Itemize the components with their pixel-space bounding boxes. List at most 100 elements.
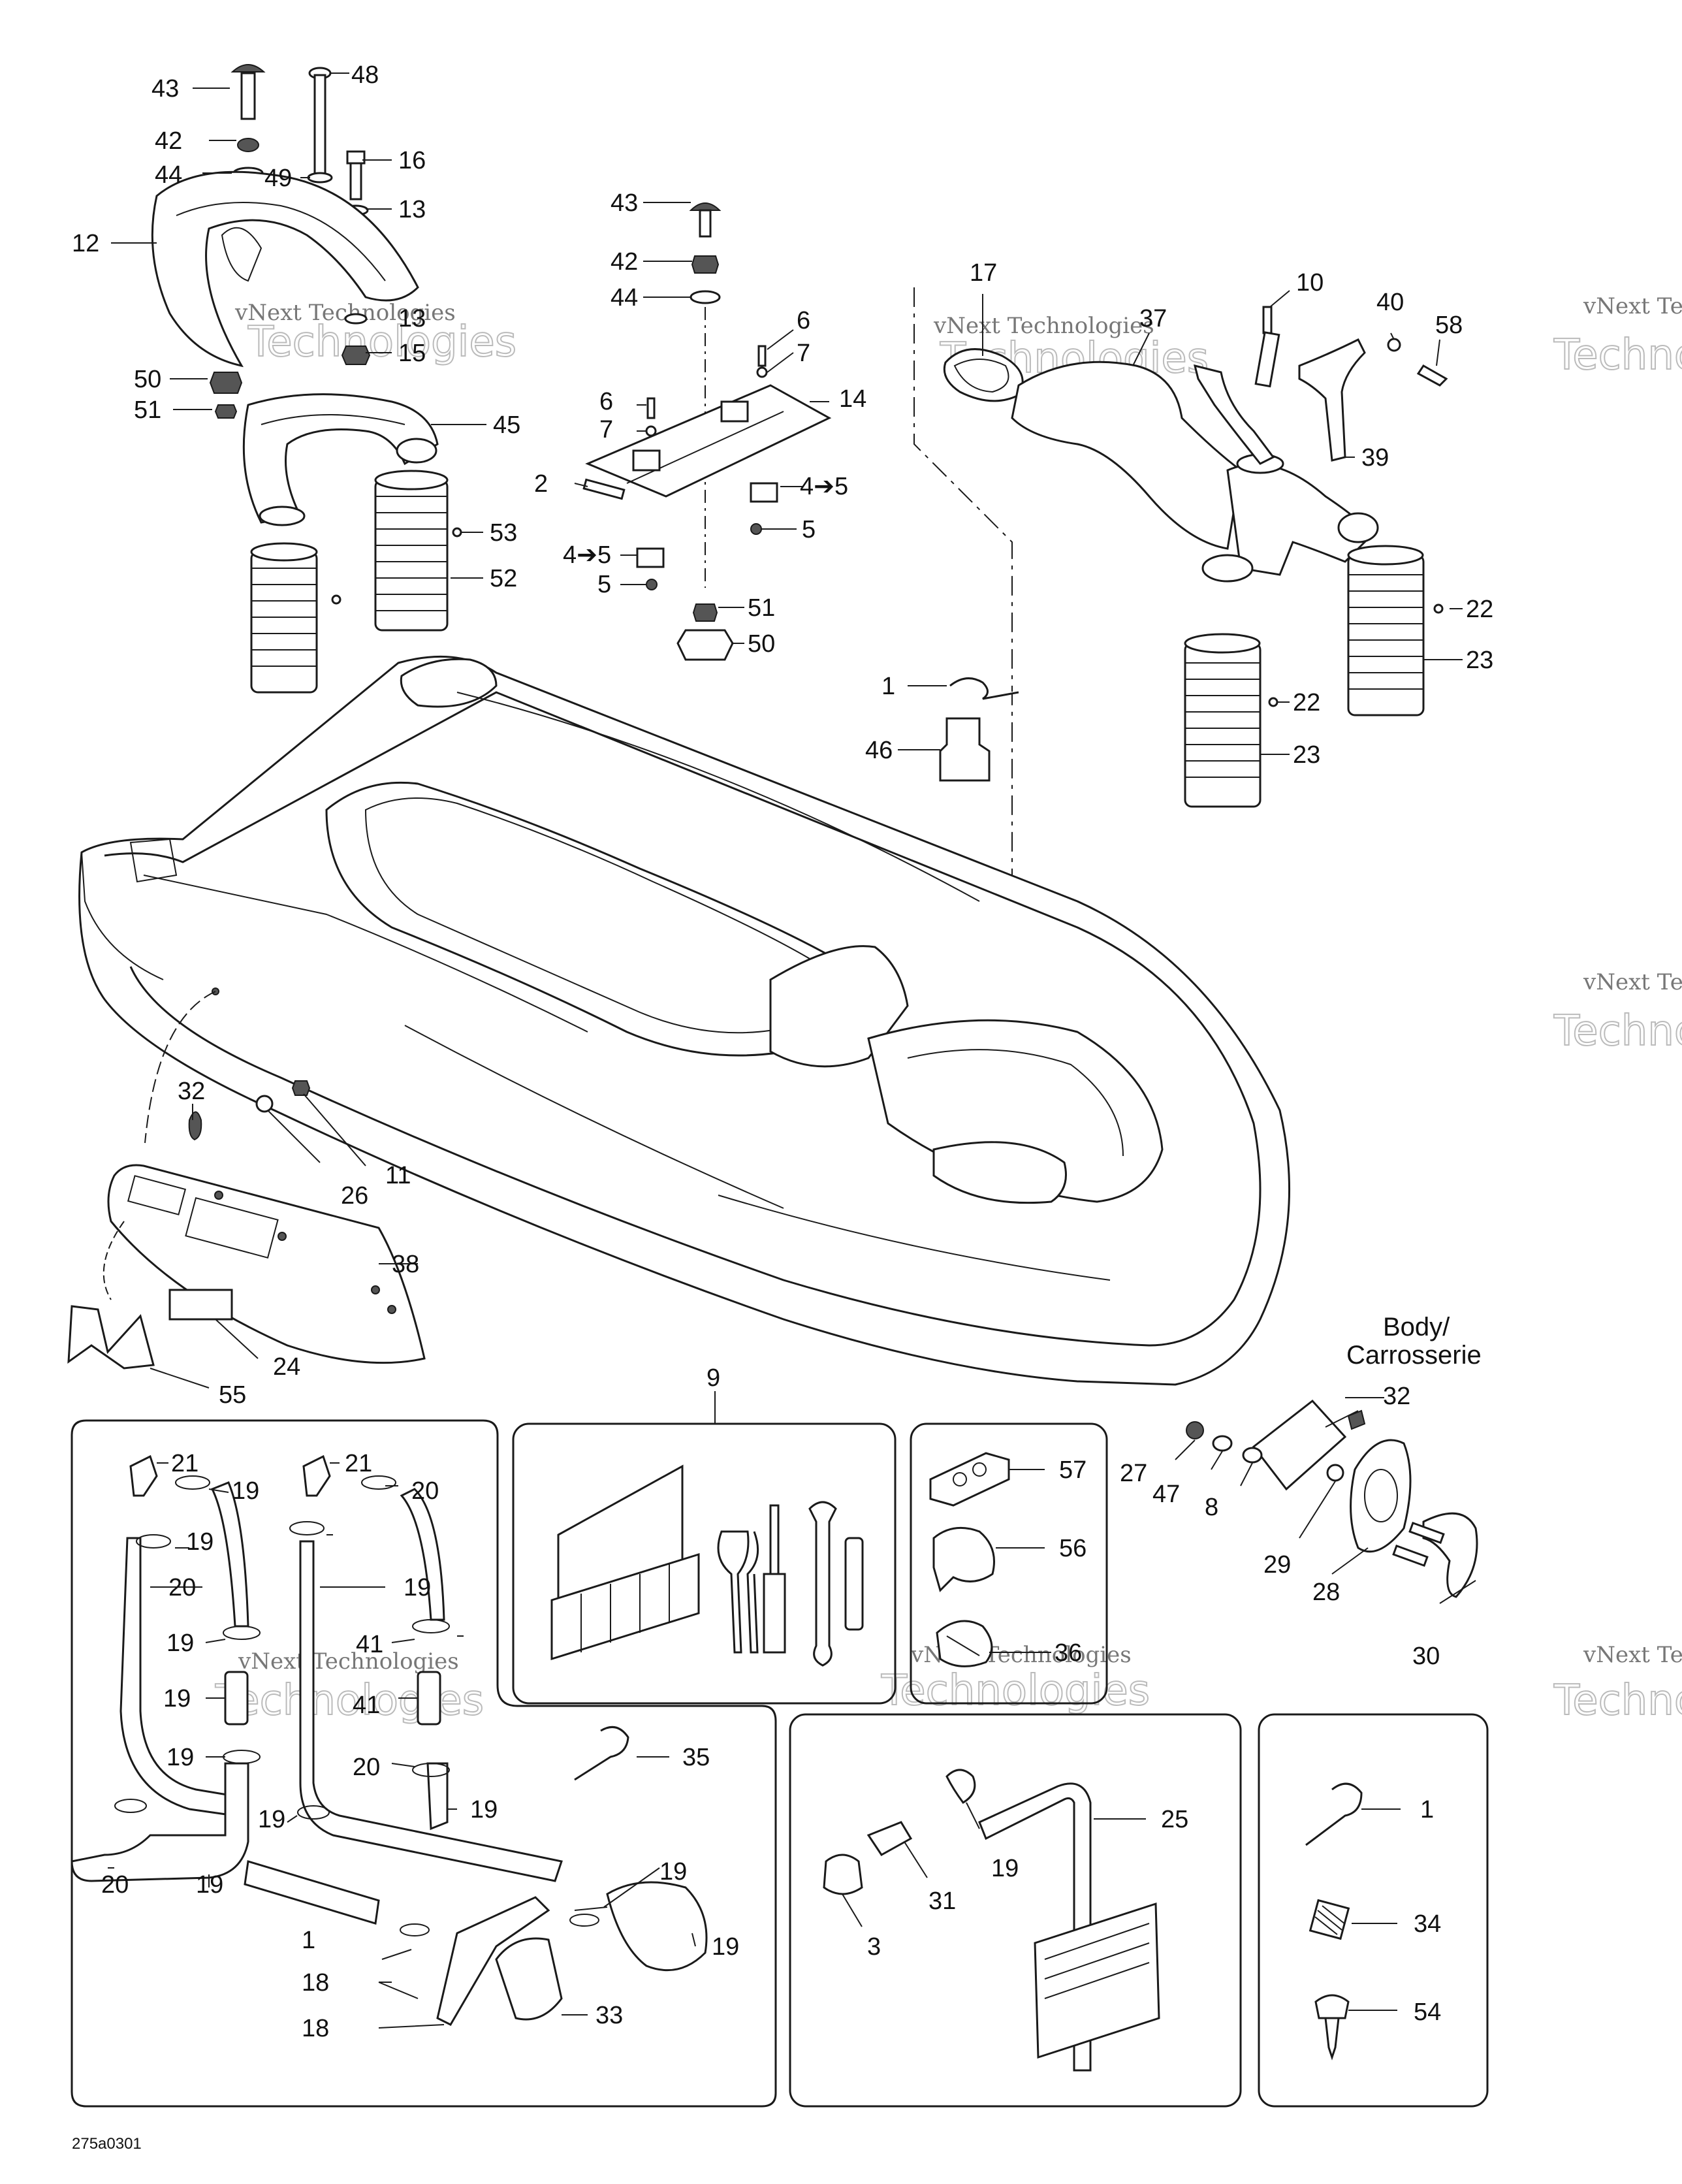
washer-13b <box>344 313 368 325</box>
washer-44b <box>690 290 721 304</box>
clamp-36 <box>936 1620 993 1667</box>
callout-32: 32 <box>1383 1383 1410 1410</box>
tool-kit-frame <box>512 1422 897 1705</box>
nut-51 <box>214 404 238 419</box>
callout-10: 10 <box>1296 269 1324 297</box>
panel-grille-2 <box>185 1196 279 1259</box>
watermark-text: Technologies <box>215 1677 484 1725</box>
callout-53: 53 <box>490 519 517 547</box>
hose-20-upper-right <box>400 1488 445 1621</box>
elbow-outlet <box>396 438 437 464</box>
nut-42b <box>691 255 720 274</box>
bellows-52b <box>250 542 318 694</box>
clamp-22a <box>1433 603 1444 614</box>
stud-4 <box>387 1305 396 1314</box>
clamp-19-battery <box>945 1769 976 1804</box>
callout-15: 15 <box>398 340 426 367</box>
callout-16: 16 <box>398 147 426 174</box>
grommet-32b <box>1347 1409 1366 1430</box>
hose-20-lower-left <box>71 1762 249 1882</box>
callout-34: 34 <box>1414 1910 1441 1938</box>
callout-27: 27 <box>1120 1460 1147 1487</box>
hose-37 <box>1011 361 1242 550</box>
nut-5a <box>750 523 762 535</box>
callout-5: 5 <box>597 571 611 598</box>
watermark-text: Technologies <box>881 1667 1150 1715</box>
clip-parts <box>929 1452 1010 1667</box>
callout-19: 19 <box>258 1806 285 1833</box>
callout-25: 25 <box>1161 1806 1188 1833</box>
pliers-left-handle <box>717 1530 750 1654</box>
body-label-line2: Carrosserie <box>1346 1341 1482 1370</box>
battery-ribs <box>1044 1923 1150 1999</box>
pliers-right-handle <box>746 1531 759 1654</box>
callout-17: 17 <box>970 259 997 287</box>
clamp-1 <box>949 677 1019 700</box>
routing-line <box>913 287 1013 1078</box>
callout-3: 3 <box>867 1933 881 1961</box>
clip-4-5-right <box>750 482 778 503</box>
callout-36: 36 <box>1055 1639 1082 1667</box>
pad-2 <box>582 478 626 500</box>
nut-50 <box>209 372 243 394</box>
body-vent-assembly: Body/ Carrosserie <box>1186 1313 1482 1598</box>
drawing-code: 275a0301 <box>72 2135 142 2153</box>
screw-58 <box>1416 364 1448 387</box>
leader-lines <box>108 72 1476 2029</box>
bracket-35 <box>436 1896 550 2026</box>
callout-26: 26 <box>341 1182 368 1210</box>
callout-37: 37 <box>1139 305 1167 332</box>
fitting-21-right <box>302 1454 331 1497</box>
hardware-frame <box>1258 1713 1489 2108</box>
clamp-1b <box>574 1726 629 1781</box>
filter-18-upper <box>606 1881 708 1972</box>
screw-54 <box>1324 2017 1340 2061</box>
callout-52: 52 <box>490 565 517 592</box>
callout-50: 50 <box>748 630 775 658</box>
callout-4-5: 4➔5 <box>563 541 611 569</box>
callout-18: 19 <box>712 1933 739 1961</box>
panel-grille-1 <box>127 1175 187 1215</box>
nut-15 <box>341 345 371 365</box>
callout-58: 58 <box>1435 312 1463 339</box>
screw-30a <box>1408 1521 1445 1545</box>
hull-deck-line <box>104 691 1262 1347</box>
bracket-39 <box>1298 338 1366 462</box>
body-cutout <box>1252 1399 1347 1491</box>
bracket-55 <box>67 1305 155 1370</box>
nut-42 <box>237 138 259 152</box>
screw-30b <box>1392 1544 1429 1567</box>
callout-11: 11 <box>385 1162 411 1189</box>
clip-right <box>720 400 749 423</box>
washer-29 <box>1326 1464 1344 1482</box>
hose-20-bottom <box>244 1860 380 1925</box>
callout-44: 44 <box>155 161 182 189</box>
clip-left <box>632 449 661 472</box>
callout-43: 43 <box>151 75 179 103</box>
callout-19: 20 <box>353 1754 380 1781</box>
fuel-system <box>71 1454 708 2026</box>
intake-hose-assembly <box>913 287 1448 1078</box>
callout-56: 56 <box>1059 1535 1087 1562</box>
callout-19: 41 <box>356 1631 383 1658</box>
callout-35: 18 <box>302 2015 329 2042</box>
bracket-assembly <box>582 202 832 661</box>
bolt-48 <box>313 74 326 178</box>
hose-20-right <box>299 1540 563 1882</box>
callout-33: 18 <box>302 1969 329 1997</box>
callout-48: 48 <box>351 61 379 89</box>
hull-rear-handle <box>400 658 498 708</box>
rear-handle-assembly <box>151 64 462 694</box>
handle-contour <box>176 202 386 281</box>
callout-12: 12 <box>72 230 99 257</box>
clip-56 <box>932 1526 995 1592</box>
washer-7b <box>645 425 657 437</box>
watermark-text: Technologies <box>247 318 516 366</box>
cap-3 <box>823 1854 863 1895</box>
fitting-21-left <box>129 1454 158 1497</box>
callout-19: 1 <box>302 1927 315 1954</box>
bracket-10-screw <box>1262 306 1273 334</box>
callout-6: 6 <box>599 388 613 415</box>
body-label-line1: Body/ <box>1383 1313 1450 1341</box>
callout-30: 30 <box>1412 1643 1440 1670</box>
